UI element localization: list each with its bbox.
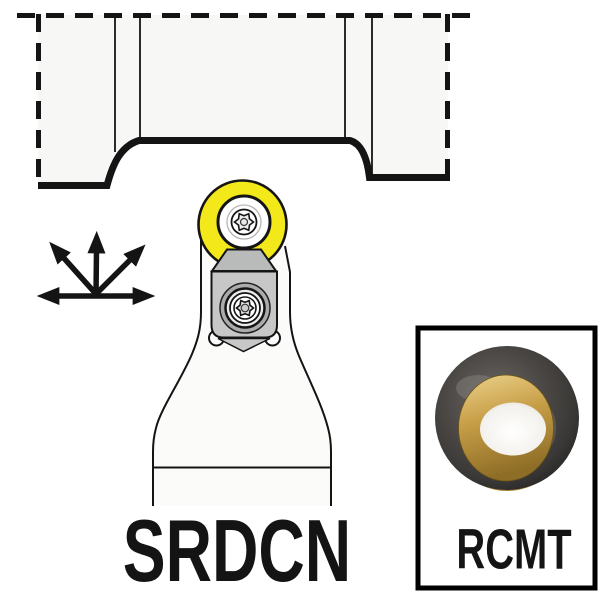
insert-photo-frame: RCMT [415,325,598,591]
insert-photo [435,346,579,491]
toolholder-body [152,200,332,506]
insert-torx-screw-icon [216,194,272,250]
feed-directions-icon [36,230,156,306]
holder-type-label: SRDCN [123,502,351,600]
holder-outline [152,239,332,506]
holder-fill [153,200,331,506]
stock-outline-dashed [17,13,470,187]
machined-contour [38,137,450,189]
insert-type-label: RCMT [456,518,571,582]
clamp-torx-screw-icon [219,282,271,334]
insert-clamp [208,248,281,353]
workpiece-fill [38,15,448,186]
round-insert [197,179,288,270]
workpiece-profile-drawing [17,13,470,189]
shoulder-lines [114,15,373,177]
